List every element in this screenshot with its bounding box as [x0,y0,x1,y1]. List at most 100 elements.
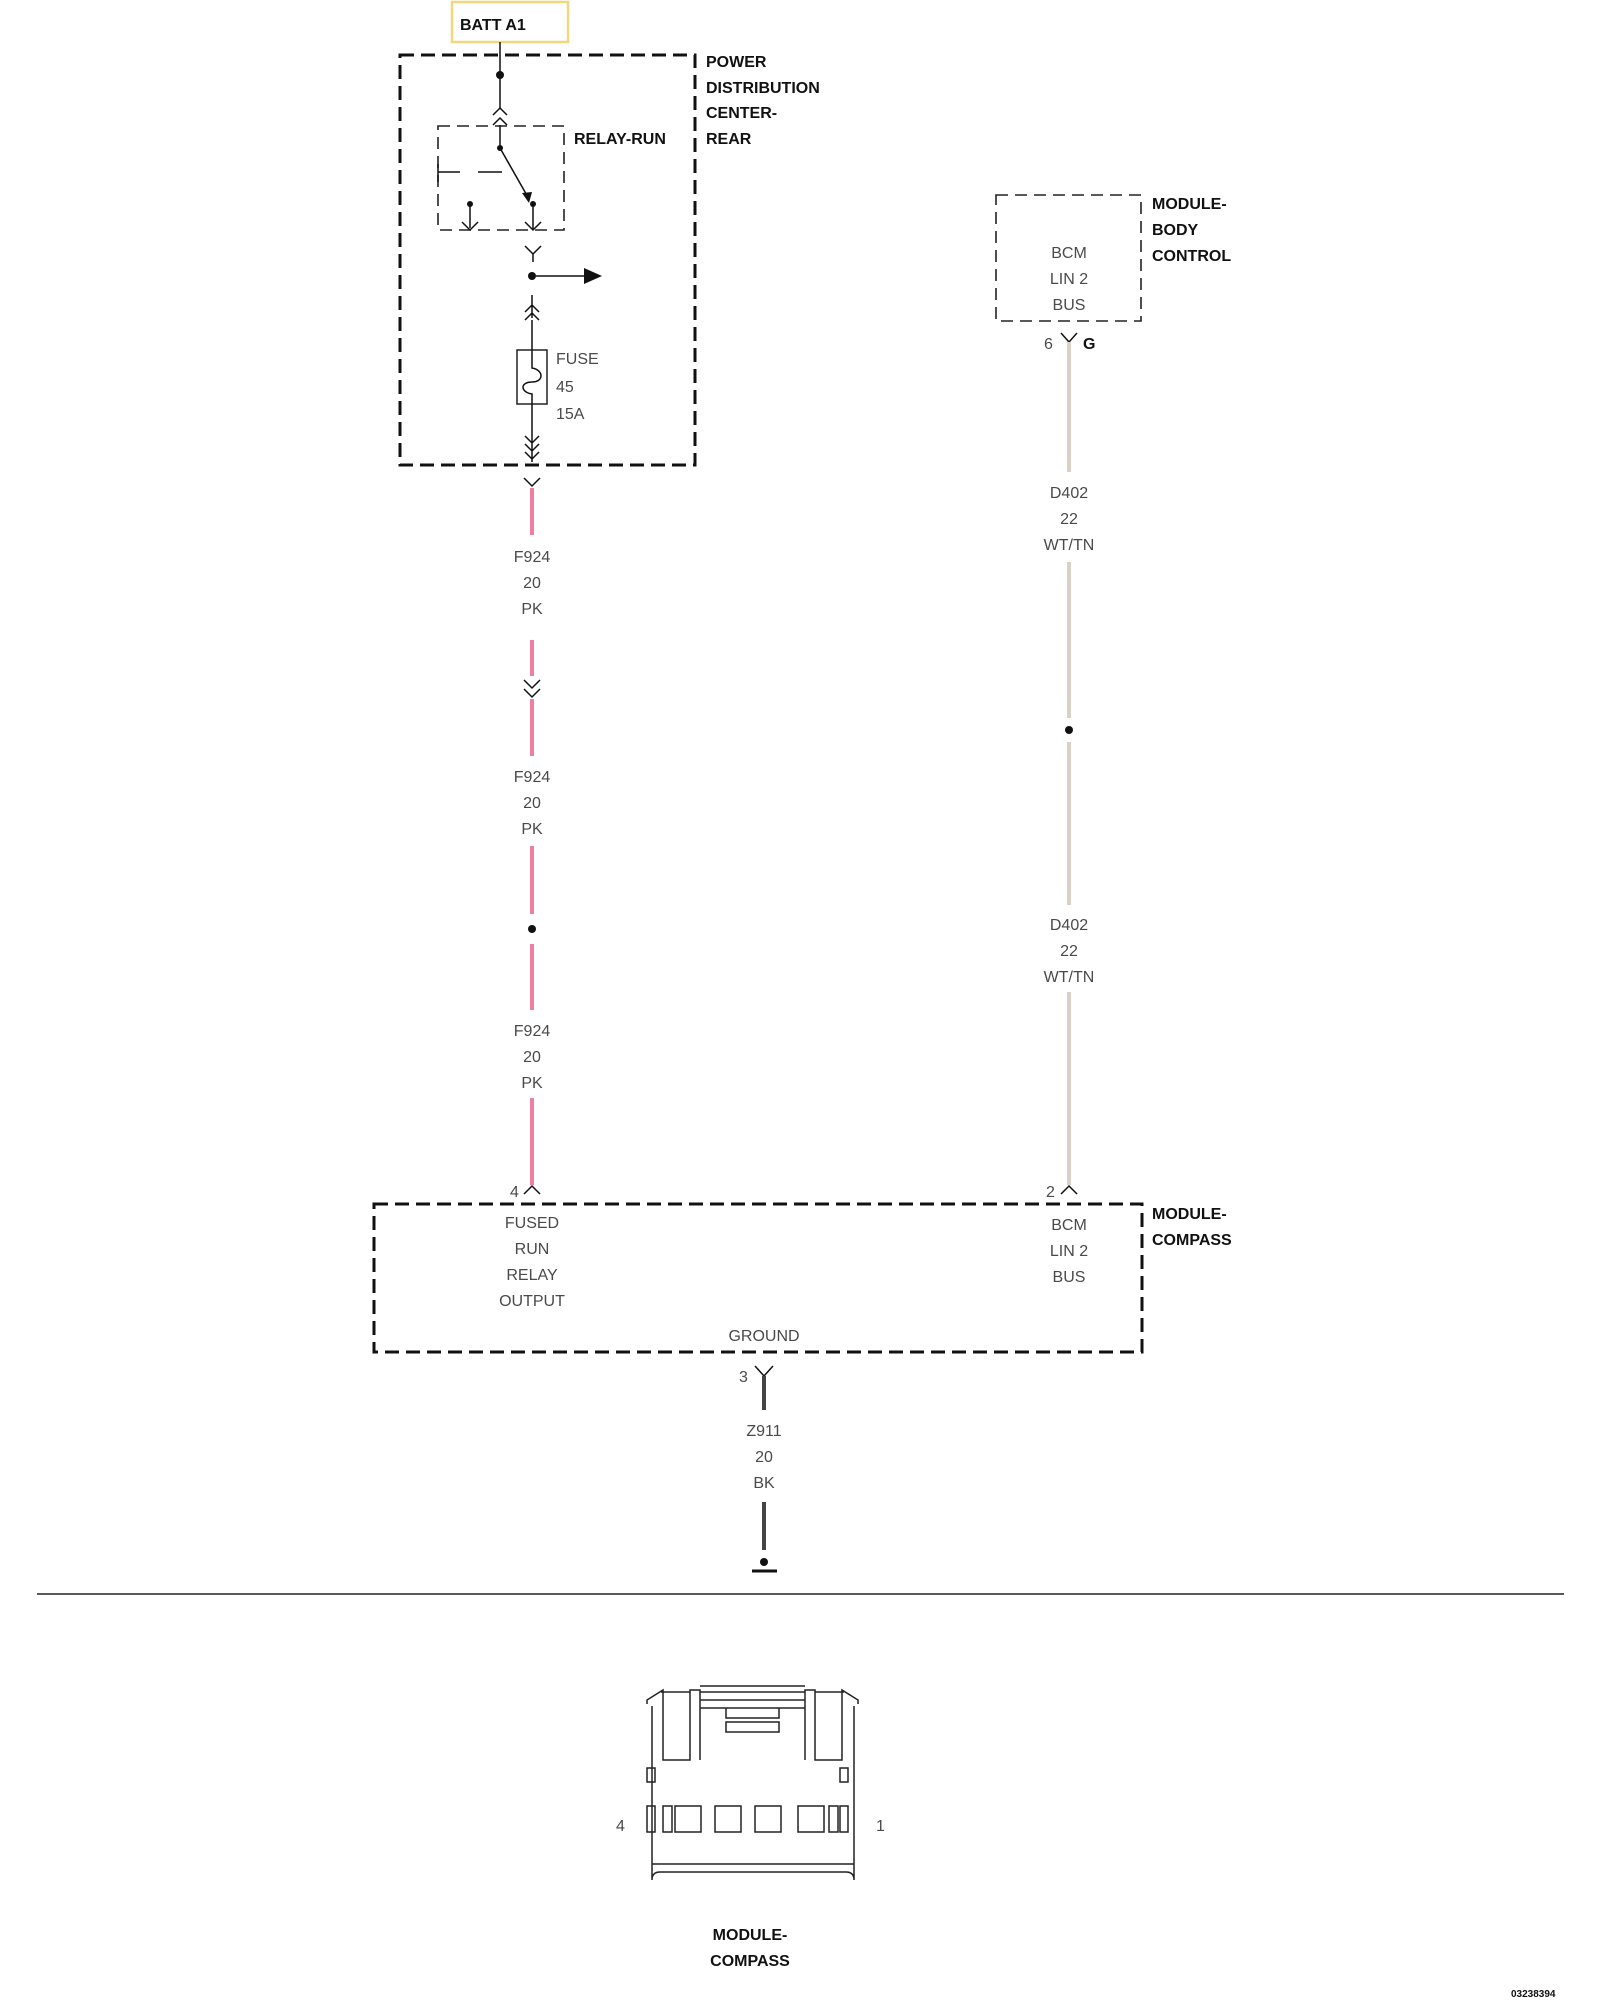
compass-fused-line-1: FUSED [505,1215,559,1232]
wire-d402-label-b-2: 22 [1060,943,1078,960]
pdc-internal-splice-dot [528,272,536,280]
compass-name-line-1: MODULE- [1152,1206,1227,1223]
wire-f924[interactable]: F924 20 PK F924 20 PK F924 20 PK [514,488,551,1185]
connector-cavity-3 [674,1805,702,1833]
pdc-name-line-2: DISTRIBUTION [706,80,820,97]
wire-d402-label-a-1: D402 [1050,485,1088,502]
connector-cavity-blank [714,1805,742,1833]
pdc-name-line-4: REAR [706,131,752,148]
compass-bcm-line-1: BCM [1051,1217,1087,1234]
connector-view[interactable]: 4 1 MODULE- COMPASS [616,1685,885,1970]
compass-pin-3-connector [754,1365,774,1378]
bcm-connector-g: G [1083,336,1095,353]
wire-d402-label-b-1: D402 [1050,917,1088,934]
relay-run-label: RELAY-RUN [574,131,666,148]
module-compass-outline [372,1202,1144,1354]
connector-cavity-1b [797,1805,825,1833]
relay-female-terminal [524,245,542,262]
connector-view-left-tab [646,1805,656,1833]
ground-dot [760,1558,768,1566]
bcm-name-line-2: BODY [1152,222,1199,239]
pdc-name-line-3: CENTER- [706,105,777,122]
bcm-name-line-3: CONTROL [1152,248,1231,265]
fuse-input-connector [524,295,540,321]
wire-f924-label-b-1: F924 [514,769,551,786]
compass-name-line-2: COMPASS [1152,1232,1232,1249]
relay-run[interactable]: RELAY-RUN [437,125,666,232]
wire-f924-label-b-2: 20 [523,795,541,812]
batt-feed-splice-dot [496,71,504,79]
fuse-output-connector [524,404,540,462]
wire-z911-label-1: Z911 [746,1423,781,1440]
compass-fused-line-2: RUN [515,1241,550,1258]
figure-id: 03238394 [1511,1989,1556,2000]
compass-pin-2-number: 2 [1046,1184,1055,1201]
wire-z911[interactable]: Z911 20 BK [746,1376,782,1550]
connector-view-outer-shell-right [804,1688,859,1761]
wire-f924-label-c-2: 20 [523,1049,541,1066]
batt-source-box [450,0,570,44]
wire-d402-label-b-3: WT/TN [1044,969,1095,986]
pdc-rear-outline [398,53,697,467]
wire-f924-label-a-2: 20 [523,575,541,592]
module-body-control[interactable]: MODULE- BODY CONTROL BCM LIN 2 BUS [995,194,1231,322]
connector-view-right-tab [839,1805,849,1833]
compass-pin-2-connector [1060,1184,1078,1195]
relay-switch-arrowhead [522,192,532,203]
wire-f924-label-b-3: PK [521,821,543,838]
wire-f924-label-c-1: F924 [514,1023,551,1040]
connector-view-name-line-1: MODULE- [713,1927,788,1944]
connector-view-left-tab-top [646,1767,656,1783]
compass-fused-line-4: OUTPUT [499,1293,565,1310]
relay-output-connector [524,221,542,232]
wire-f924-splice-dot [528,925,536,933]
wire-d402-splice-dot [1065,726,1073,734]
fuse-label-line-3: 15A [556,406,585,423]
compass-pin-3-number: 3 [739,1369,748,1386]
relay-input-connector [492,106,508,126]
fuse-45[interactable]: FUSE 45 15A [516,349,599,423]
connector-pin-4-label: 4 [616,1818,625,1835]
wire-z911-label-2: 20 [755,1449,773,1466]
splice-branch-arrow-icon [584,268,602,284]
compass-ground-label: GROUND [728,1328,799,1345]
connector-view-outer-shell [646,1688,701,1761]
fuse-45-element [522,350,542,404]
batt-source[interactable]: BATT A1 [450,0,570,44]
compass-pin-4-number: 4 [510,1184,519,1201]
bcm-inner-line-3: BUS [1053,297,1086,314]
wire-d402-label-a-2: 22 [1060,511,1078,528]
connector-cavity-2 [754,1805,782,1833]
relay-switch-arm [499,147,530,200]
relay-contact-left-ground [461,221,479,232]
module-body-control-outline [995,194,1142,322]
connector-pin-1-label: 1 [876,1818,885,1835]
module-compass[interactable]: MODULE- COMPASS FUSED RUN RELAY OUTPUT B… [372,1202,1232,1354]
bcm-name-line-1: MODULE- [1152,196,1227,213]
bcm-pin-6-number: 6 [1044,336,1053,353]
fuse-label-line-2: 45 [556,379,574,396]
compass-fused-line-3: RELAY [506,1267,558,1284]
wire-d402[interactable]: D402 22 WT/TN D402 22 WT/TN [1044,342,1095,1185]
wire-f924-inline-connector [523,679,541,699]
bcm-inner-line-2: LIN 2 [1050,271,1088,288]
wire-f924-label-a-3: PK [521,601,543,618]
wire-f924-label-a-1: F924 [514,549,551,566]
connector-view-body [651,1706,855,1881]
wire-d402-label-a-3: WT/TN [1044,537,1095,554]
pdc-exit-connector [523,477,541,488]
pdc-name-line-1: POWER [706,54,767,71]
relay-run-outline [437,125,565,231]
bcm-inner-line-1: BCM [1051,245,1087,262]
wire-f924-label-c-3: PK [521,1075,543,1092]
connector-view-right-tab-top [839,1767,849,1783]
connector-cavity-4 [662,1805,673,1833]
pdc-rear[interactable]: POWER DISTRIBUTION CENTER- REAR [398,53,820,467]
compass-bcm-line-2: LIN 2 [1050,1243,1088,1260]
connector-view-latch [700,1707,805,1733]
fuse-label-line-1: FUSE [556,351,599,368]
wire-z911-label-3: BK [753,1475,775,1492]
connector-cavity-1 [828,1805,839,1833]
compass-pin-4-connector [523,1184,541,1195]
